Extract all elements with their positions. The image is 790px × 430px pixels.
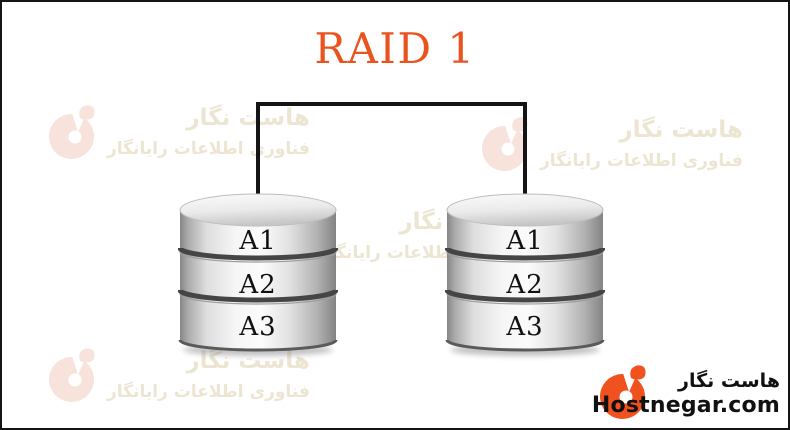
watermark-tile: هاست نگار فناوری اطلاعات رایانگار	[480, 114, 743, 172]
disk-separator	[444, 289, 606, 303]
disk-separator-highlight	[446, 293, 604, 305]
disk-separator-highlight	[179, 251, 337, 263]
footer-brand: هاست نگار Hostnegar.com	[592, 369, 780, 418]
watermark-tile: هاست نگار فناوری اطلاعات رایانگار	[47, 102, 310, 160]
connector-right-line	[523, 102, 527, 198]
disk-separator	[444, 247, 606, 261]
disk-separator-highlight	[446, 251, 604, 263]
watermark-company-name: فناوری اطلاعات رایانگار	[540, 150, 743, 171]
disk-1: A1 A2 A3	[177, 192, 339, 362]
connector-horizontal-line	[256, 102, 527, 106]
disk-separator	[177, 289, 339, 303]
disk-separator	[177, 247, 339, 261]
disk-segment-label: A2	[505, 270, 543, 300]
disk-top-cap	[446, 193, 604, 227]
watermark-brand-name: هاست نگار	[186, 104, 310, 131]
footer-brand-domain: Hostnegar.com	[591, 393, 780, 418]
disk-body	[447, 210, 603, 350]
disk-segment-label: A1	[505, 226, 543, 256]
disk-cylinder-icon: A1 A2 A3	[177, 193, 339, 356]
watermark-text: هاست نگار فناوری اطلاعات رایانگار	[107, 104, 310, 159]
watermark-company-name: فناوری اطلاعات رایانگار	[107, 138, 310, 159]
disk-top-cap	[179, 193, 337, 227]
hostnegar-logo-watermark-icon	[47, 102, 97, 160]
diagram-title: RAID 1	[314, 24, 476, 73]
connector-left-line	[256, 102, 260, 198]
disk-bottom-rim	[178, 339, 338, 352]
disk-segment-label: A3	[505, 312, 543, 342]
disk-segment-label: A2	[238, 270, 276, 300]
disk-separator-highlight	[179, 293, 337, 305]
watermark-text: هاست نگار فناوری اطلاعات رایانگار	[540, 116, 743, 171]
hostnegar-logo-watermark-icon	[47, 345, 97, 403]
footer-brand-name-fa: هاست نگار	[678, 370, 780, 392]
disk-bottom-rim	[445, 339, 605, 352]
watermark-brand-name: هاست نگار	[619, 116, 743, 143]
disk-cylinder-icon: A1 A2 A3	[444, 193, 606, 356]
watermark-company-name: فناوری اطلاعات رایانگار	[107, 381, 310, 402]
disk-segment-label: A1	[238, 226, 276, 256]
disk-segment-label: A3	[238, 312, 276, 342]
disk-2: A1 A2 A3	[444, 192, 606, 362]
